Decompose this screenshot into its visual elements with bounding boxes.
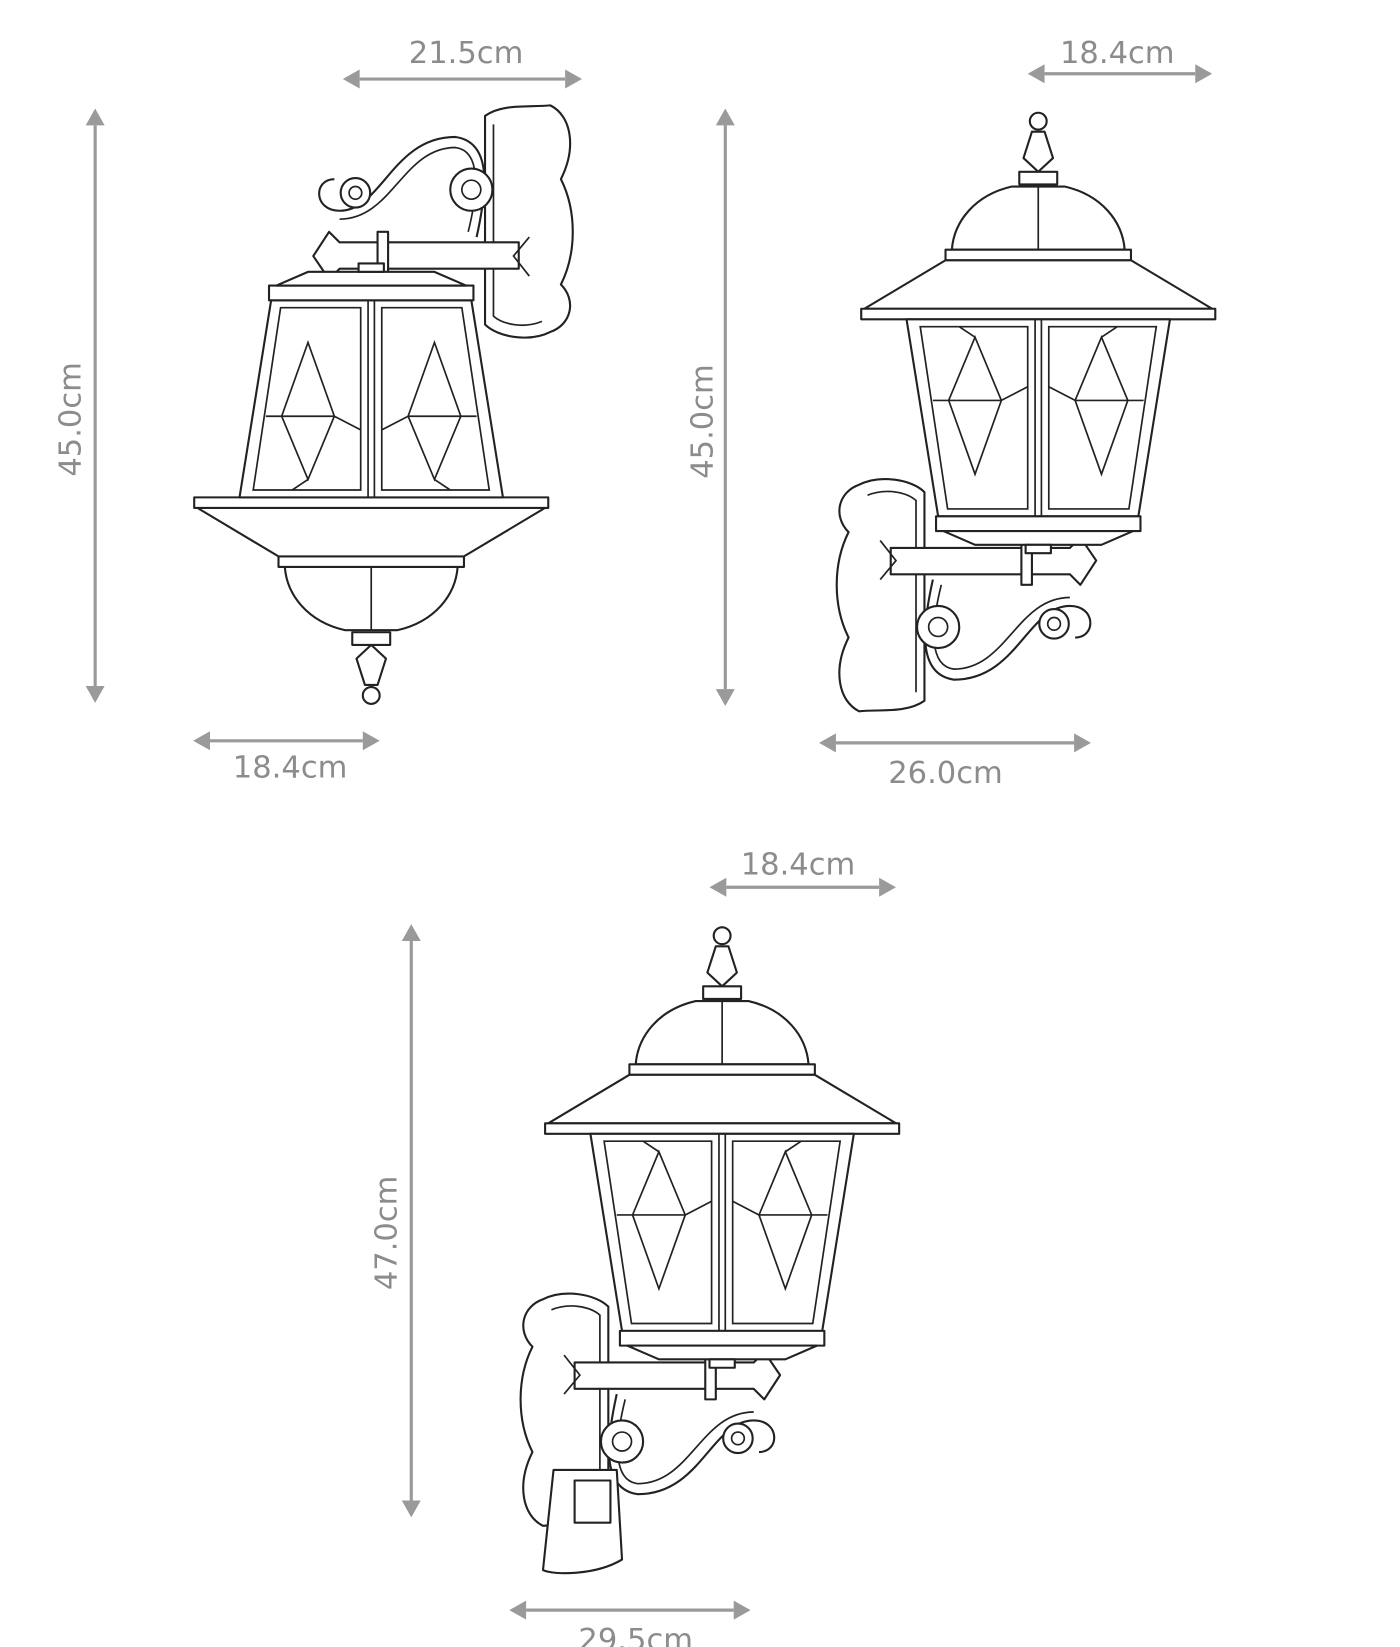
arrowhead-icon (193, 731, 211, 751)
arrowhead-icon (1074, 733, 1091, 753)
arrowhead-icon (879, 877, 896, 897)
fig2-bottom-width: 26.0cm (888, 756, 1003, 791)
arrowhead-icon (733, 1600, 751, 1620)
lantern-upward-drawing (835, 111, 1217, 713)
lantern-pir-drawing (519, 926, 901, 1575)
arrowhead-icon (342, 69, 360, 89)
arrowhead-icon (715, 689, 735, 707)
fig2-top-width-arrow (1027, 64, 1213, 84)
arrowhead-icon (715, 108, 735, 126)
fig2-top-width: 18.4cm (1060, 36, 1175, 71)
fig1-bottom-width-arrow (193, 731, 380, 751)
fig1-height: 45.0cm (53, 362, 88, 477)
pir-sensor-icon (573, 1479, 612, 1524)
arrowhead-icon (85, 685, 105, 703)
arrowhead-icon (401, 1500, 421, 1518)
lantern-downward-drawing (193, 104, 574, 705)
arrowhead-icon (362, 731, 380, 751)
arrowhead-icon (565, 69, 582, 89)
fig2-height: 45.0cm (686, 364, 721, 479)
arrowhead-icon (1195, 64, 1213, 84)
fig1-top-width: 21.5cm (409, 36, 524, 71)
fig3-top-width: 18.4cm (741, 848, 856, 883)
fig3-height-arrow (401, 924, 421, 1518)
fig1-top-width-arrow (342, 69, 582, 89)
arrowhead-icon (85, 108, 105, 126)
arrowhead-icon (1027, 64, 1045, 84)
fig3-bottom-width-arrow (509, 1600, 751, 1620)
fig1-bottom-width: 18.4cm (233, 751, 348, 786)
arrowhead-icon (709, 877, 727, 897)
fig3-top-width-arrow (709, 877, 896, 897)
fig3-height: 47.0cm (370, 1176, 405, 1291)
fig2-bottom-width-arrow (819, 733, 1091, 753)
fig2-height-arrow (715, 108, 735, 707)
fig1-height-arrow (85, 108, 105, 703)
fig3-bottom-width: 29.5cm (578, 1623, 693, 1647)
arrowhead-icon (819, 733, 836, 753)
arrowhead-icon (401, 924, 421, 941)
arrowhead-icon (509, 1600, 527, 1620)
